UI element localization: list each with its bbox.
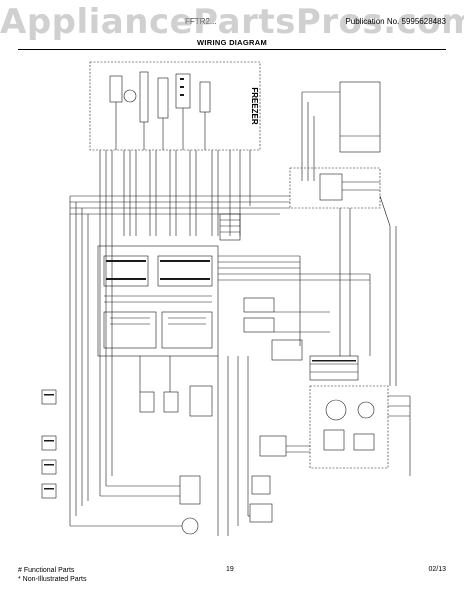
title-rule (18, 49, 446, 50)
freezer-label: FREEZER (250, 87, 259, 125)
watermark-text: AppliancePartsPros.com (0, 2, 464, 42)
freezer-box (89, 61, 261, 151)
right-connector-box (289, 167, 381, 209)
page-number: 19 (226, 566, 234, 573)
main-control-board (97, 245, 219, 357)
publication-number: Publication No. 5995628483 (345, 17, 446, 26)
footer-date: 02/13 (428, 566, 446, 573)
model-number: FFTR2... (185, 17, 217, 26)
footer-legend: # Functional Parts * Non-Illustrated Par… (18, 566, 86, 584)
wiring-diagram: FREEZER (41, 61, 411, 536)
ui-board-box (339, 81, 381, 153)
non-illustrated-note: * Non-Illustrated Parts (18, 576, 87, 583)
page-title: WIRING DIAGRAM (196, 38, 268, 47)
functional-parts-note: # Functional Parts (18, 567, 75, 574)
door-module-box (309, 385, 389, 469)
